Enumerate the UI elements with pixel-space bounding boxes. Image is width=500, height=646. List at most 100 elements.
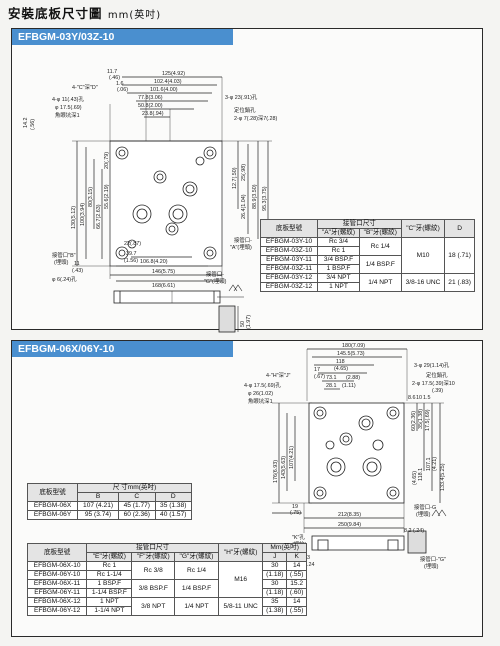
label-port-f-1: 接管口-"G" — [420, 555, 446, 563]
dim-77: 77.8(3.06) — [138, 95, 163, 101]
dim-250: 250(9.84) — [338, 522, 361, 528]
th-size: 尺 寸mm(英吋) — [77, 483, 192, 493]
dim-26: 26.4(1.04) — [241, 194, 247, 219]
dim-101: 101.6(4.00) — [150, 87, 178, 93]
dim-75: (.75) — [290, 510, 301, 516]
label-port-g-2: "G"(埋頭) — [204, 277, 227, 285]
dim-8-2: 8.2 (.24) — [404, 528, 424, 534]
dim-1-24: 1.24 — [304, 562, 315, 568]
dim-22: 22(.87) — [124, 241, 141, 247]
dim-1-11: (1.11) — [342, 383, 356, 389]
table-row: EFBGM-06X-10 Rc 1 Rc 3/8 Rc 1/4 M16 30 1… — [26, 561, 307, 598]
dim-143: 143(5.63) — [281, 456, 287, 479]
dim-125: 125(4.92) — [162, 71, 185, 77]
dim-14-2: 14.2 — [23, 118, 29, 129]
dim-8-6: 8.6 — [408, 395, 416, 401]
dim-43: (.43) — [72, 268, 83, 274]
table-row: EFBGM-06Y-12 1-1/4 NPT (1.38) (.55) — [26, 606, 307, 616]
dim-35: 35(1.38) — [418, 409, 424, 429]
dim-146: 146(5.75) — [152, 269, 175, 275]
dim-212: 212(8.35) — [338, 512, 361, 518]
dim-25: 25(.98) — [241, 164, 247, 181]
table-row: EFBGM-03Y-12 3/4 NPT 1/4 NPT 3/8-16 UNC … — [259, 273, 475, 292]
dim-100: 100(3.94) — [80, 203, 86, 226]
dim-4-65: (4.65) — [334, 366, 348, 372]
table-03-ports: 底板型號 接管口尺寸 "C"牙(螺紋) D "A"牙(螺紋) "B"牙(螺紋) … — [259, 219, 475, 292]
plate-outline — [109, 140, 223, 267]
section-06-header: EFBGM-06X/06Y-10 — [12, 341, 233, 357]
label-3phi23: 3-φ 23(.91)孔 — [225, 93, 258, 101]
table-row: EFBGM-06Y-10 Rc 1-1/4 (1.18) (.55) — [26, 570, 307, 580]
label-port-k-1: "K"孔 — [292, 533, 305, 541]
dim-12: 12.7(.50) — [232, 167, 238, 189]
label-port-g06-2: (埋頭) — [416, 510, 431, 518]
label-port-g06-1: 接管口-G — [414, 503, 436, 511]
section-06: EFBGM-06X/06Y-10 — [11, 340, 483, 637]
label-pos-hole-06: 定位銷孔 — [426, 371, 448, 379]
label-port-g-1: 接管口- — [206, 270, 224, 278]
label-pos-hole: 定位銷孔 — [234, 106, 256, 114]
page-title-unit: mm(英吋) — [107, 10, 162, 21]
dim-130: 130(5.12) — [71, 206, 77, 229]
label-port-b-1: 接管口"B" — [52, 251, 76, 259]
table-row: EFBGM-06X 107 (4.21) 45 (1.77) 35 (1.38) — [26, 501, 193, 511]
table-row: EFBGM-06X-12 1 NPT 3/8 NPT 1/4 NPT 5/8-1… — [26, 597, 307, 616]
dim-107s: 107.1 — [426, 458, 432, 472]
label-port-a-2: "A"(埋頭) — [230, 243, 252, 251]
dim-95: 95.3(3.75) — [262, 186, 268, 211]
dim-88: 88.9(3.50) — [252, 184, 258, 209]
dim-66: 66.7(2.63) — [96, 204, 102, 229]
th-port-06: 接管口尺寸 — [86, 543, 219, 553]
th-mm: Mm(英吋) — [262, 543, 307, 553]
dim-180: 180(7.09) — [342, 343, 365, 349]
dim-118: 118 — [336, 359, 345, 365]
label-2phi7-06: 2-φ 17.5(.39)深10 — [412, 379, 455, 387]
side-view-06 — [311, 535, 405, 551]
th-model-06b: 底板型號 — [26, 543, 88, 562]
cross-section — [218, 305, 236, 333]
dim-56: (.56) — [30, 119, 36, 130]
label-port-f-2: (埋頭) — [424, 562, 439, 570]
drawing-03: 125(4.92) 102.4(4.03) 101.6(4.00) 77.8(3… — [23, 69, 278, 333]
label-port-a-1: 接管口- — [234, 236, 252, 244]
label-phi17: φ 17.5(.69) — [55, 105, 82, 111]
label-spotface-06: 魚眼坑深1 — [248, 397, 273, 405]
dim-118s: 118.1 — [418, 468, 424, 481]
label-4phi11: 4-φ 11(.43)孔 — [52, 95, 84, 103]
dim-06: (.06) — [117, 87, 128, 93]
dim-46: (.46) — [109, 75, 120, 81]
label-spotface: 魚眼坑深1 — [55, 111, 80, 119]
dim-145: 145.5(5.73) — [337, 351, 365, 357]
label-2phi7: 2-φ 7(.28)深7(.28) — [234, 114, 278, 122]
cross-section-06 — [407, 530, 427, 554]
dim-176: 176(6.93) — [273, 460, 279, 483]
label-phi26: φ 26(1.02) — [248, 391, 273, 397]
dim-11-7: 11.7 — [107, 69, 117, 75]
dim-17-5: 17.5(.69) — [425, 409, 431, 431]
table-06-ports: 底板型號 接管口尺寸 "H"牙(螺紋) Mm(英吋) "E"牙(螺紋) "F"牙… — [26, 543, 307, 616]
dim-39: 39.7 — [126, 251, 137, 257]
dim-73: 73.1 — [326, 375, 337, 381]
dim-11: 11 — [74, 261, 80, 267]
dim-2-88: (2.88) — [346, 375, 360, 381]
label-4c: 4-"C"深"D" — [72, 83, 98, 91]
dim-28: 28.1 — [326, 383, 337, 389]
th-h: "H"牙(螺紋) — [217, 543, 264, 562]
label-4phi17: 4-φ 17.5(.69)孔 — [244, 381, 281, 389]
th-d: D — [444, 219, 475, 238]
dim-4-65s: (4.65) — [412, 471, 418, 485]
page-title: 安裝底板尺寸圖 mm(英吋) — [8, 3, 161, 22]
dim-19: 19 — [292, 504, 298, 510]
th-model-06: 底板型號 — [26, 483, 79, 502]
dim-50: 50.8(2.00) — [138, 103, 163, 109]
dim-20: 20(.79) — [104, 152, 110, 169]
dim-106: 106.8(4.20) — [140, 259, 168, 265]
dim-1-5: 1.5 — [423, 395, 431, 401]
label-3phi29: 3-φ 29(1.14)孔 — [414, 361, 450, 369]
label-port-b-2: (埋頭) — [54, 258, 69, 266]
dim-23: 23.8(.94) — [142, 111, 164, 117]
dim-50s: 50 — [240, 321, 246, 327]
dim-10: 10 — [416, 395, 422, 401]
th-b: "B"牙(螺紋) — [358, 228, 402, 238]
dim-168: 168(6.61) — [152, 283, 175, 289]
